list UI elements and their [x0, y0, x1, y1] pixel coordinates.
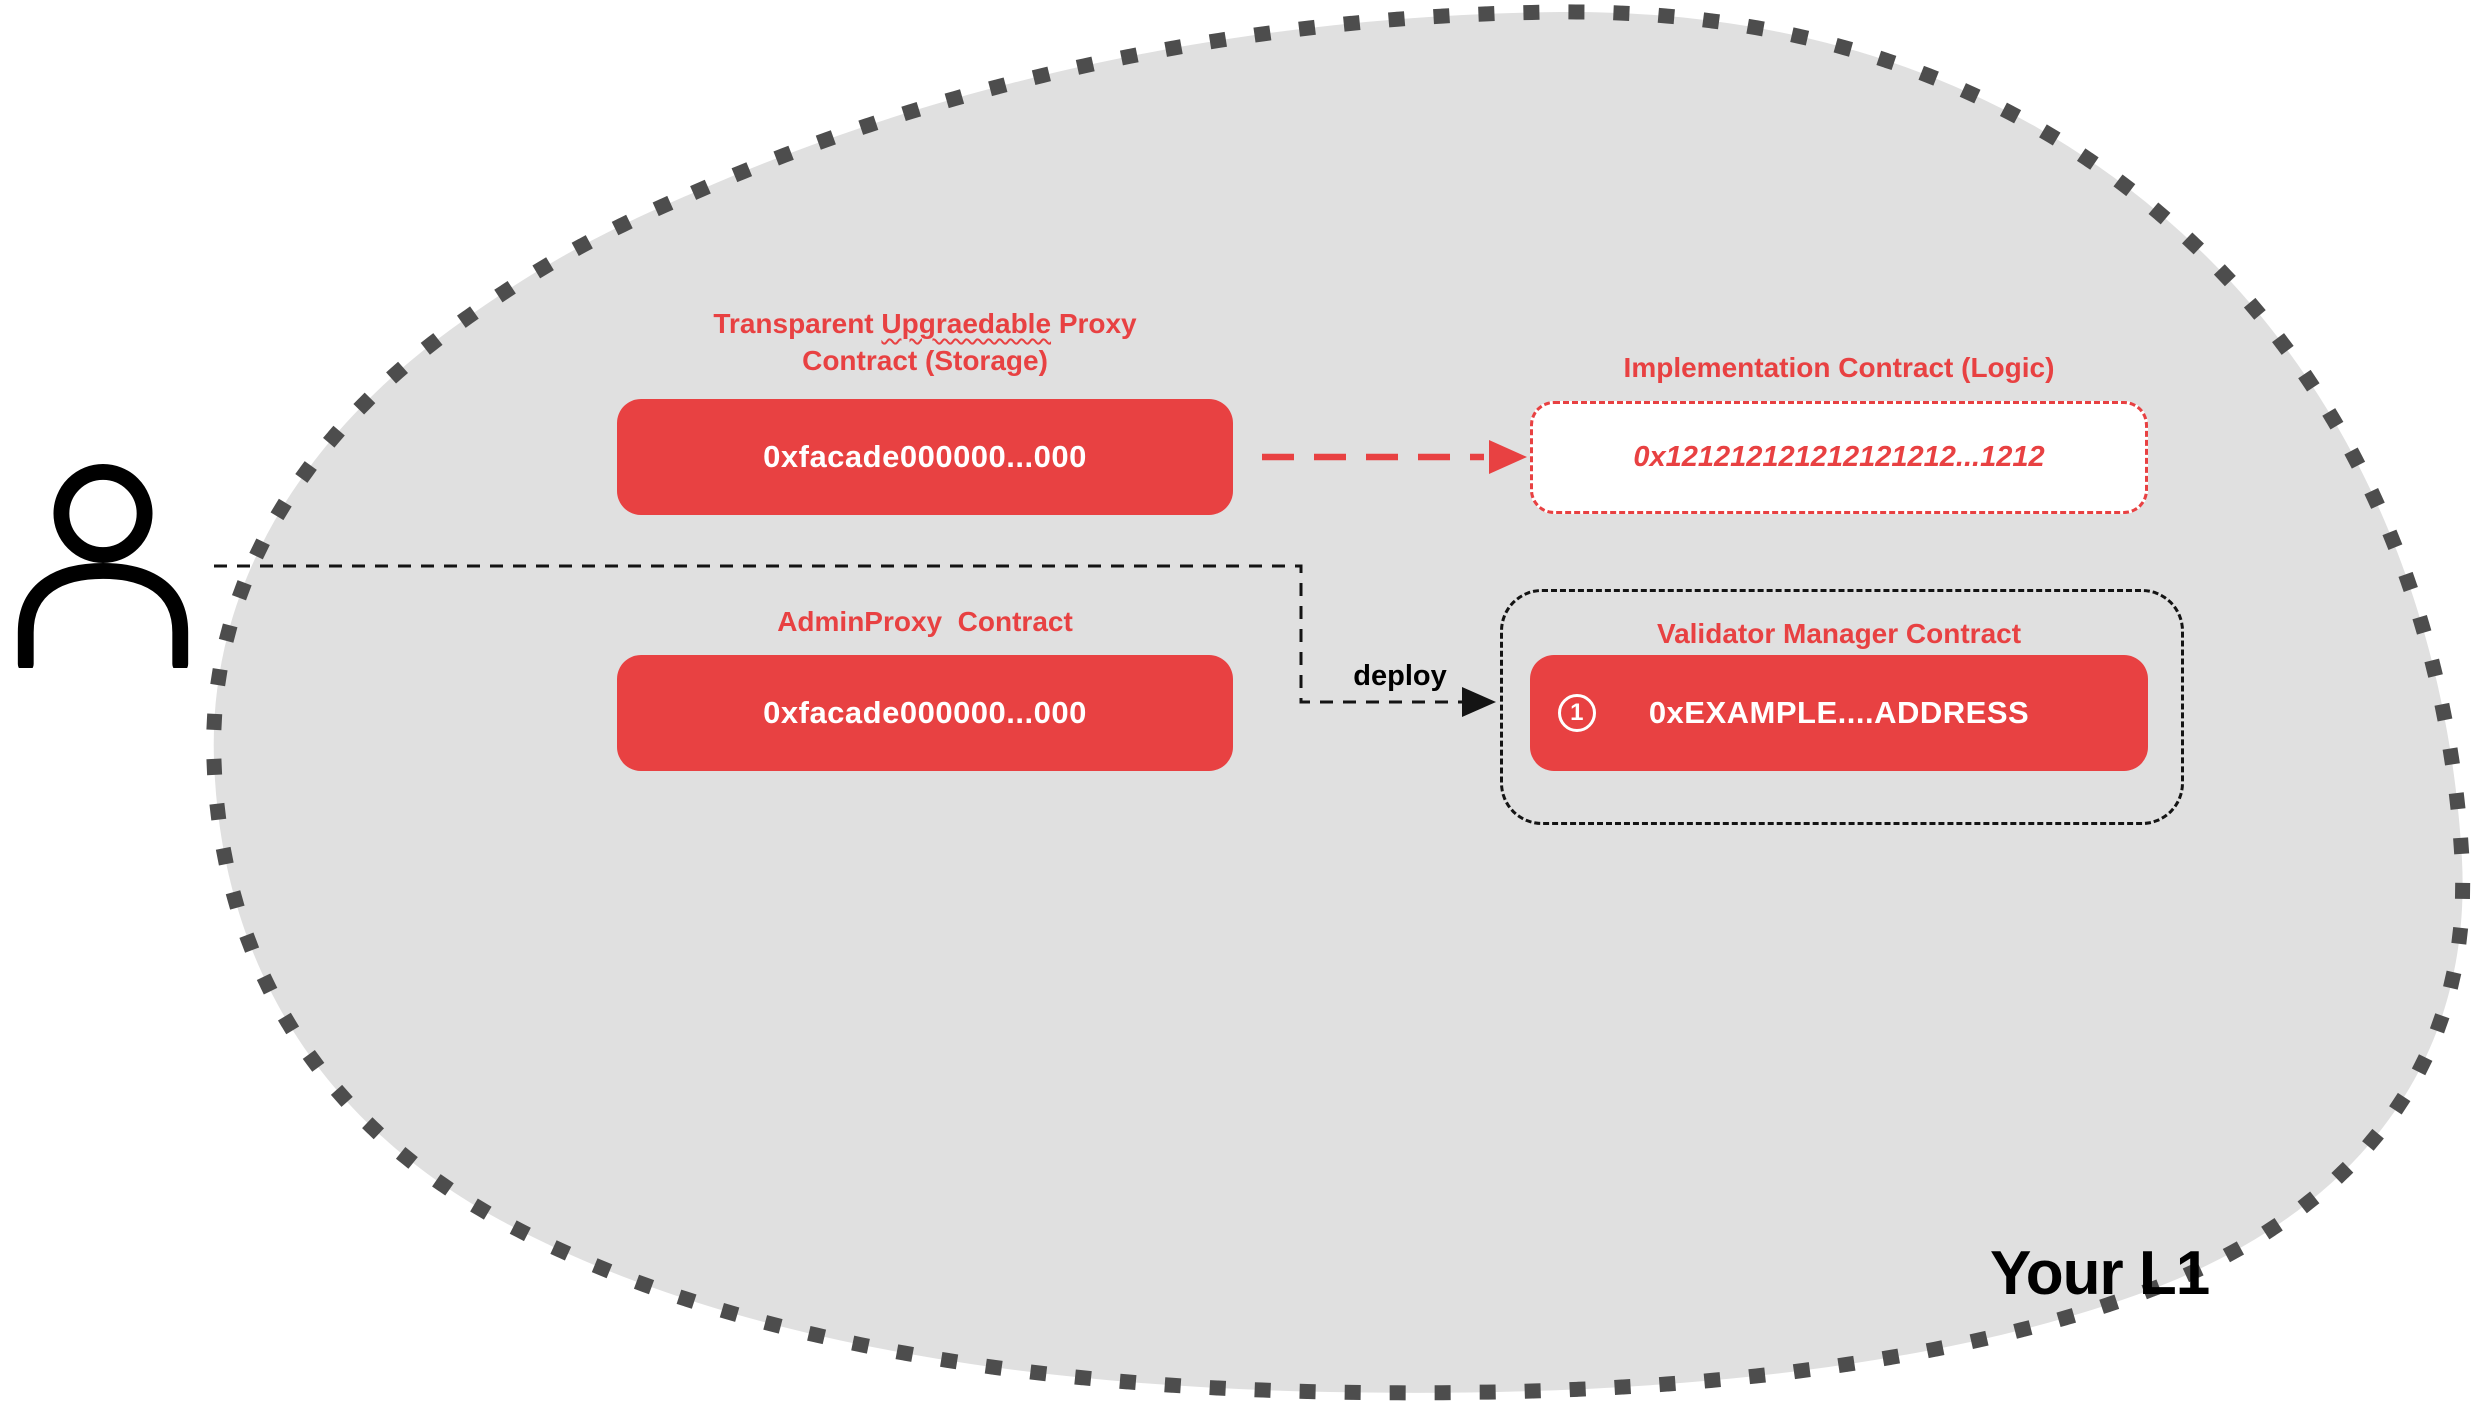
- proxy-label-word1: Transparent: [713, 308, 874, 339]
- validator-manager-address: 0xEXAMPLE....ADDRESS: [1648, 695, 2030, 730]
- implementation-contract-box: 0x121212121212121212...1212: [1530, 401, 2148, 514]
- user-icon-body: [17, 563, 189, 668]
- validator-manager-group: [1500, 589, 2184, 825]
- proxy-contract-address: 0xfacade000000...000: [763, 439, 1087, 474]
- validator-manager-box: 1 0xEXAMPLE....ADDRESS: [1530, 655, 2148, 771]
- region-title: Your L1: [1990, 1239, 2210, 1308]
- user-icon-head: [53, 463, 153, 564]
- implementation-contract-address: 0x121212121212121212...1212: [1633, 441, 2045, 473]
- proxy-label-line1: Transparent Upgraedable Proxy: [617, 306, 1233, 343]
- proxy-contract-box: 0xfacade000000...000: [617, 399, 1233, 515]
- admin-proxy-address: 0xfacade000000...000: [763, 695, 1087, 730]
- proxy-label-word3: Proxy: [1058, 308, 1137, 339]
- validator-manager-label: Validator Manager Contract: [1656, 618, 2022, 649]
- circled-number-icon: 1: [1558, 694, 1596, 732]
- proxy-contract-label: Transparent Upgraedable Proxy Contract (…: [617, 306, 1233, 380]
- proxy-label-word2-misspelled: Upgraedable: [881, 308, 1052, 339]
- user-icon: [17, 463, 189, 668]
- implementation-contract-label: Implementation Contract (Logic): [1623, 352, 2055, 383]
- admin-proxy-label: AdminProxy Contract: [777, 606, 1073, 637]
- deploy-label: deploy: [1353, 660, 1447, 692]
- admin-proxy-box: 0xfacade000000...000: [617, 655, 1233, 771]
- proxy-to-implementation-arrowhead: [1489, 440, 1527, 474]
- deploy-arrowhead: [1462, 687, 1496, 717]
- proxy-label-line2: Contract (Storage): [802, 344, 1048, 376]
